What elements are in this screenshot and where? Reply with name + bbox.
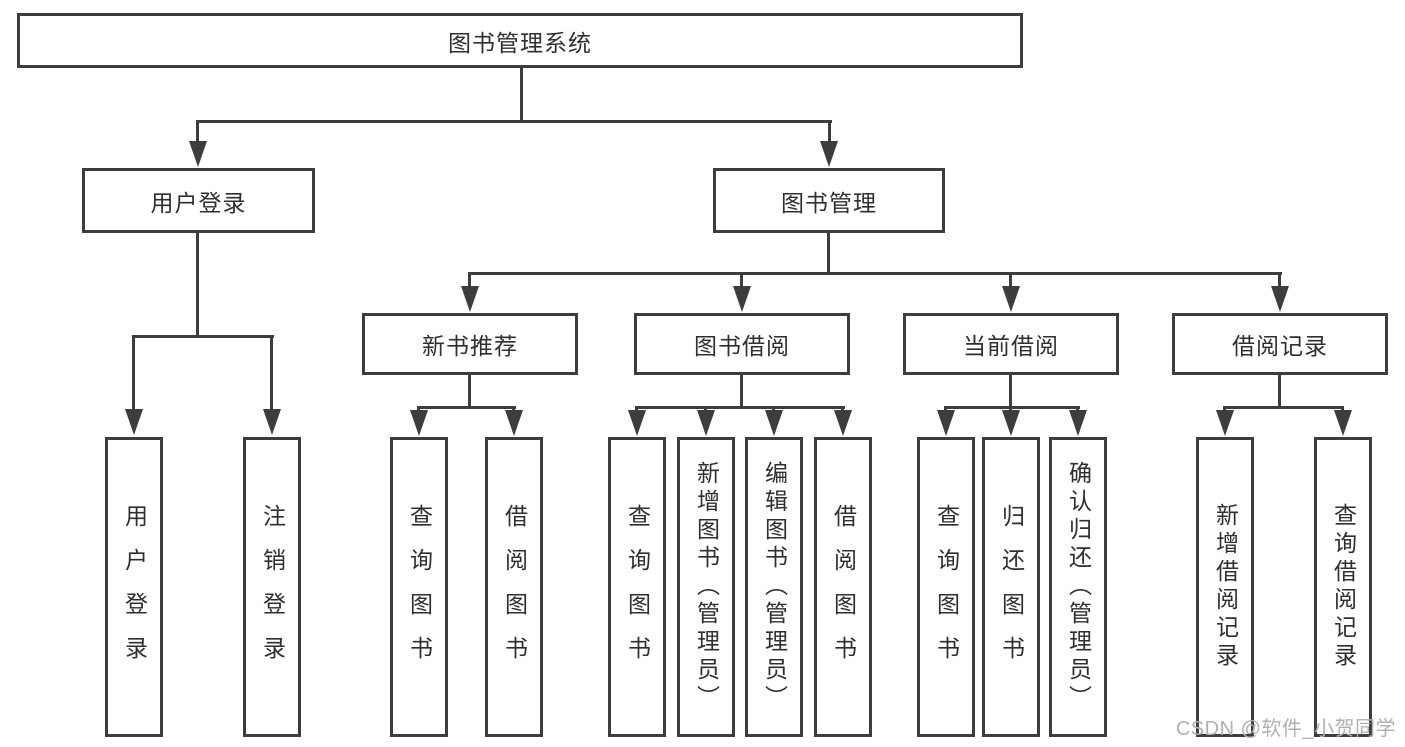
- node-book-management: 图书管理: [713, 168, 945, 233]
- connector-line: [635, 406, 845, 409]
- leaf-return-books: 归还图书: [982, 437, 1040, 737]
- arrowhead: [125, 409, 143, 435]
- connector-line: [1223, 406, 1344, 409]
- node-user-login: 用户登录: [82, 168, 315, 233]
- connector-line: [1278, 272, 1281, 288]
- arrowhead: [263, 409, 281, 435]
- arrowhead: [1069, 410, 1087, 436]
- connector-line: [196, 120, 199, 144]
- arrowhead: [1334, 410, 1352, 436]
- leaf-label: 注销登录: [259, 504, 286, 680]
- connector-line: [520, 68, 523, 122]
- connector-line: [132, 335, 135, 411]
- connector-line: [1009, 272, 1012, 288]
- arrowhead: [733, 286, 751, 312]
- connector-line: [468, 272, 1282, 275]
- node-label: 图书借阅: [694, 333, 790, 359]
- leaf-label: 借阅图书: [830, 504, 857, 680]
- leaf-query-books-recommend: 查询图书: [390, 437, 448, 737]
- node-label: 新书推荐: [422, 333, 518, 359]
- connector-line: [468, 272, 471, 288]
- arrowhead: [765, 410, 783, 436]
- leaf-label: 查询图书: [406, 504, 433, 680]
- leaf-query-borrow-record: 查询借阅记录: [1314, 437, 1372, 737]
- connector-line: [740, 272, 743, 288]
- connector-line: [468, 375, 471, 408]
- leaf-user-login: 用户登录: [105, 437, 163, 737]
- arrowhead: [505, 410, 523, 436]
- leaf-label: 确认归还（管理员）: [1065, 461, 1092, 713]
- arrowhead: [1002, 286, 1020, 312]
- leaf-label: 查询图书: [624, 504, 651, 680]
- node-new-book-recommendation: 新书推荐: [362, 313, 578, 375]
- watermark: CSDN @软件_小贺同学: [1175, 718, 1396, 740]
- node-label: 当前借阅: [963, 333, 1059, 359]
- arrowhead: [820, 141, 838, 167]
- connector-line: [1278, 375, 1281, 408]
- connector-line: [132, 335, 274, 338]
- arrowhead: [697, 410, 715, 436]
- leaf-label: 查询借阅记录: [1330, 503, 1357, 671]
- arrowhead: [628, 410, 646, 436]
- arrowhead: [834, 410, 852, 436]
- node-label: 图书管理: [781, 189, 877, 216]
- leaf-label: 查询图书: [933, 504, 960, 680]
- connector-line: [740, 375, 743, 408]
- leaf-label: 用户登录: [121, 504, 148, 680]
- leaf-label: 新增图书（管理员）: [693, 461, 720, 713]
- leaf-label: 归还图书: [998, 504, 1025, 680]
- node-library-management-system: 图书管理系统: [17, 13, 1023, 68]
- arrowhead: [937, 410, 955, 436]
- connector-line: [944, 406, 1080, 409]
- arrowhead: [410, 410, 428, 436]
- connector-line: [196, 233, 199, 337]
- leaf-query-books-current: 查询图书: [917, 437, 975, 737]
- arrowhead: [189, 141, 207, 167]
- connector-line: [1009, 375, 1012, 408]
- node-label: 借阅记录: [1232, 333, 1328, 359]
- connector-line: [417, 406, 516, 409]
- leaf-confirm-return-admin: 确认归还（管理员）: [1049, 437, 1107, 737]
- leaf-borrow-books-borrowing: 借阅图书: [814, 437, 872, 737]
- connector-line: [828, 120, 831, 144]
- node-borrowing-records: 借阅记录: [1172, 313, 1388, 375]
- arrowhead: [1002, 410, 1020, 436]
- node-label: 用户登录: [150, 189, 247, 216]
- leaf-add-books-admin: 新增图书（管理员）: [677, 437, 735, 737]
- leaf-borrow-books-recommend: 借阅图书: [485, 437, 543, 737]
- leaf-add-borrow-record: 新增借阅记录: [1196, 437, 1254, 737]
- node-current-borrowing: 当前借阅: [903, 313, 1119, 375]
- connector-line: [827, 233, 830, 274]
- leaf-edit-books-admin: 编辑图书（管理员）: [745, 437, 803, 737]
- leaf-label: 新增借阅记录: [1212, 503, 1239, 671]
- leaf-logout-login: 注销登录: [243, 437, 301, 737]
- arrowhead: [1271, 286, 1289, 312]
- connector-line: [270, 335, 273, 411]
- leaf-label: 借阅图书: [501, 504, 528, 680]
- connector-line: [196, 120, 832, 123]
- leaf-query-books-borrowing: 查询图书: [608, 437, 666, 737]
- node-book-borrowing: 图书借阅: [634, 313, 850, 375]
- leaf-label: 编辑图书（管理员）: [761, 461, 788, 713]
- arrowhead: [461, 286, 479, 312]
- node-label: 图书管理系统: [448, 29, 592, 56]
- arrowhead: [1216, 410, 1234, 436]
